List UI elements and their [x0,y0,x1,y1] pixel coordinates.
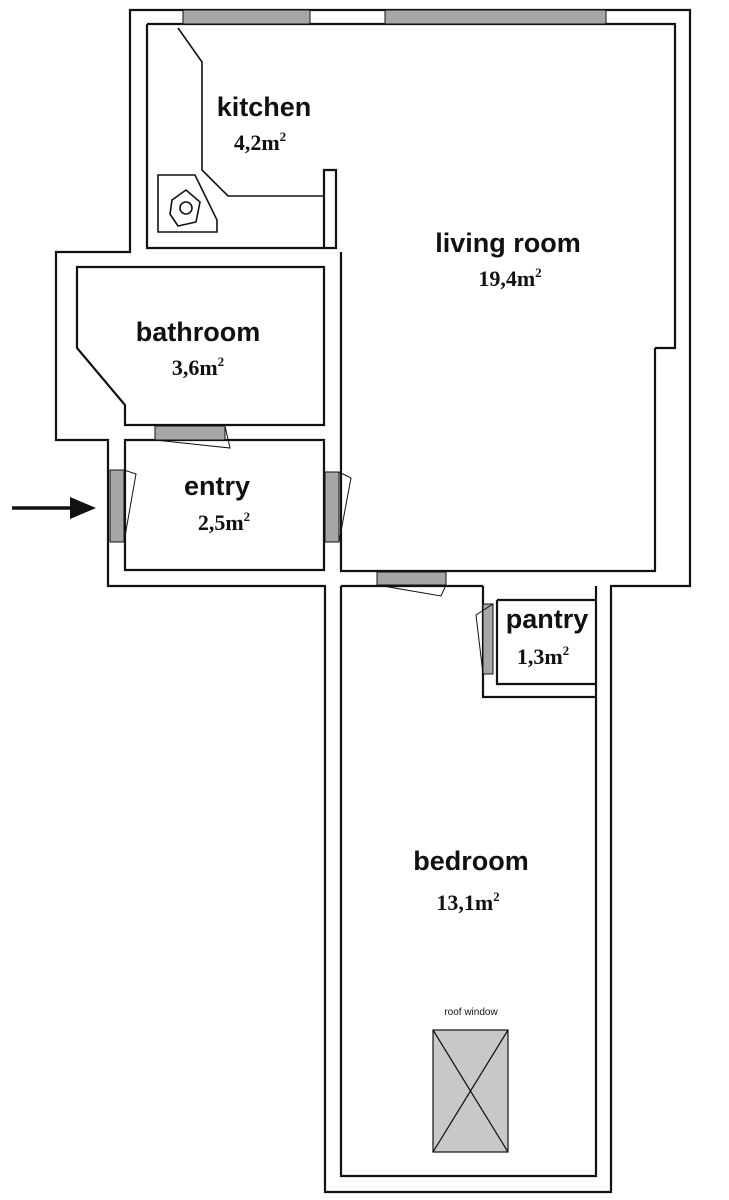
bedroom-wall [339,584,598,1178]
kitchen-inner-wall [147,22,677,350]
windows [182,9,607,25]
living-east-inner-wall [339,252,657,573]
room-area: 19,4m2 [478,265,541,291]
room-kitchen: kitchen 4,2m2 [217,92,312,155]
room-area: 2,5m2 [198,509,250,535]
entry-wall [123,438,326,572]
roof-window [432,1029,509,1153]
kitchen-window [182,9,311,25]
room-area: 13,1m2 [436,889,499,915]
room-name: kitchen [217,92,312,122]
entrance-arrow-icon [12,497,96,519]
room-living-room: living room 19,4m2 [435,228,581,291]
outer-wall [54,8,692,1194]
roof-window-label: roof window [444,1007,498,1018]
sink-icon [169,188,201,227]
room-area: 4,2m2 [234,129,286,155]
living-room-door [324,471,352,543]
walls [54,8,692,1194]
doors [109,425,494,675]
kitchen-divider-wall [322,168,338,250]
room-entry: entry 2,5m2 [184,471,250,535]
entrance-door [109,469,137,543]
living-room-window [384,9,607,25]
room-pantry: pantry 1,3m2 [506,604,589,669]
kitchen-west-inner-wall [145,24,324,250]
room-name: bedroom [413,846,529,876]
room-area: 1,3m2 [517,643,569,669]
room-name: entry [184,471,250,501]
room-bathroom: bathroom 3,6m2 [136,317,261,380]
room-bedroom: bedroom 13,1m2 [413,846,529,915]
kitchen-counter [157,27,324,233]
room-area: 3,6m2 [172,354,224,380]
room-name: pantry [506,604,589,634]
counter-corner [157,174,218,233]
bathroom-door [154,425,231,449]
pantry-door [475,603,494,675]
bathroom-wall [75,265,326,427]
room-name: living room [435,228,581,258]
counter-edge [177,27,324,197]
room-name: bathroom [136,317,261,347]
pantry-wall [481,586,596,699]
bedroom-door [376,571,447,597]
